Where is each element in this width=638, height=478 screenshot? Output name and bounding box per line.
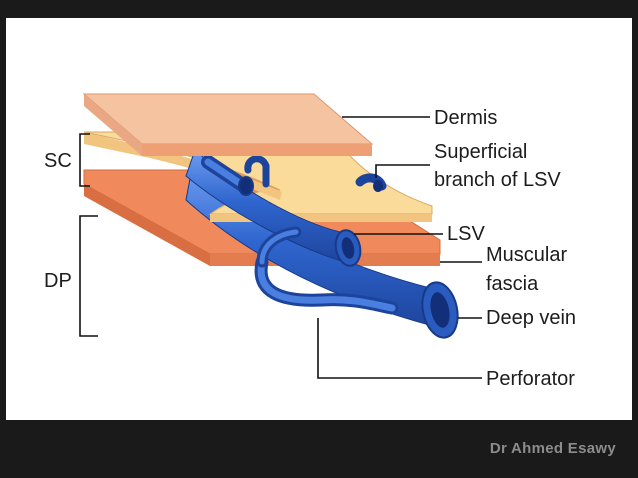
dermis-layer [82, 93, 374, 156]
lsv-label: LSV [447, 223, 485, 245]
dermis-label: Dermis [434, 107, 497, 129]
leader-lines [317, 116, 482, 379]
dp-bracket [79, 215, 98, 337]
dp-label: DP [44, 270, 72, 292]
perforator-label: Perforator [486, 368, 575, 390]
superficial-branch-vein [201, 155, 387, 196]
perforator-leader [317, 318, 482, 379]
author-credit: Dr Ahmed Esawy [489, 440, 616, 457]
bottom-bar [0, 420, 638, 478]
lsv-perforator-connection [256, 226, 302, 268]
sc-label: SC [44, 150, 72, 172]
superficial-branch-label-line1: Superficial [434, 141, 527, 163]
sc-bracket [79, 133, 90, 187]
muscular-fascia-label-line1: Muscular [486, 244, 567, 266]
deep-vein-label: Deep vein [486, 307, 576, 329]
perforator-vein [254, 255, 399, 315]
superficial-branch-label-line2: branch of LSV [434, 169, 561, 191]
muscular-fascia-label-line2: fascia [486, 273, 539, 295]
superficial-branch-leader [375, 164, 430, 178]
